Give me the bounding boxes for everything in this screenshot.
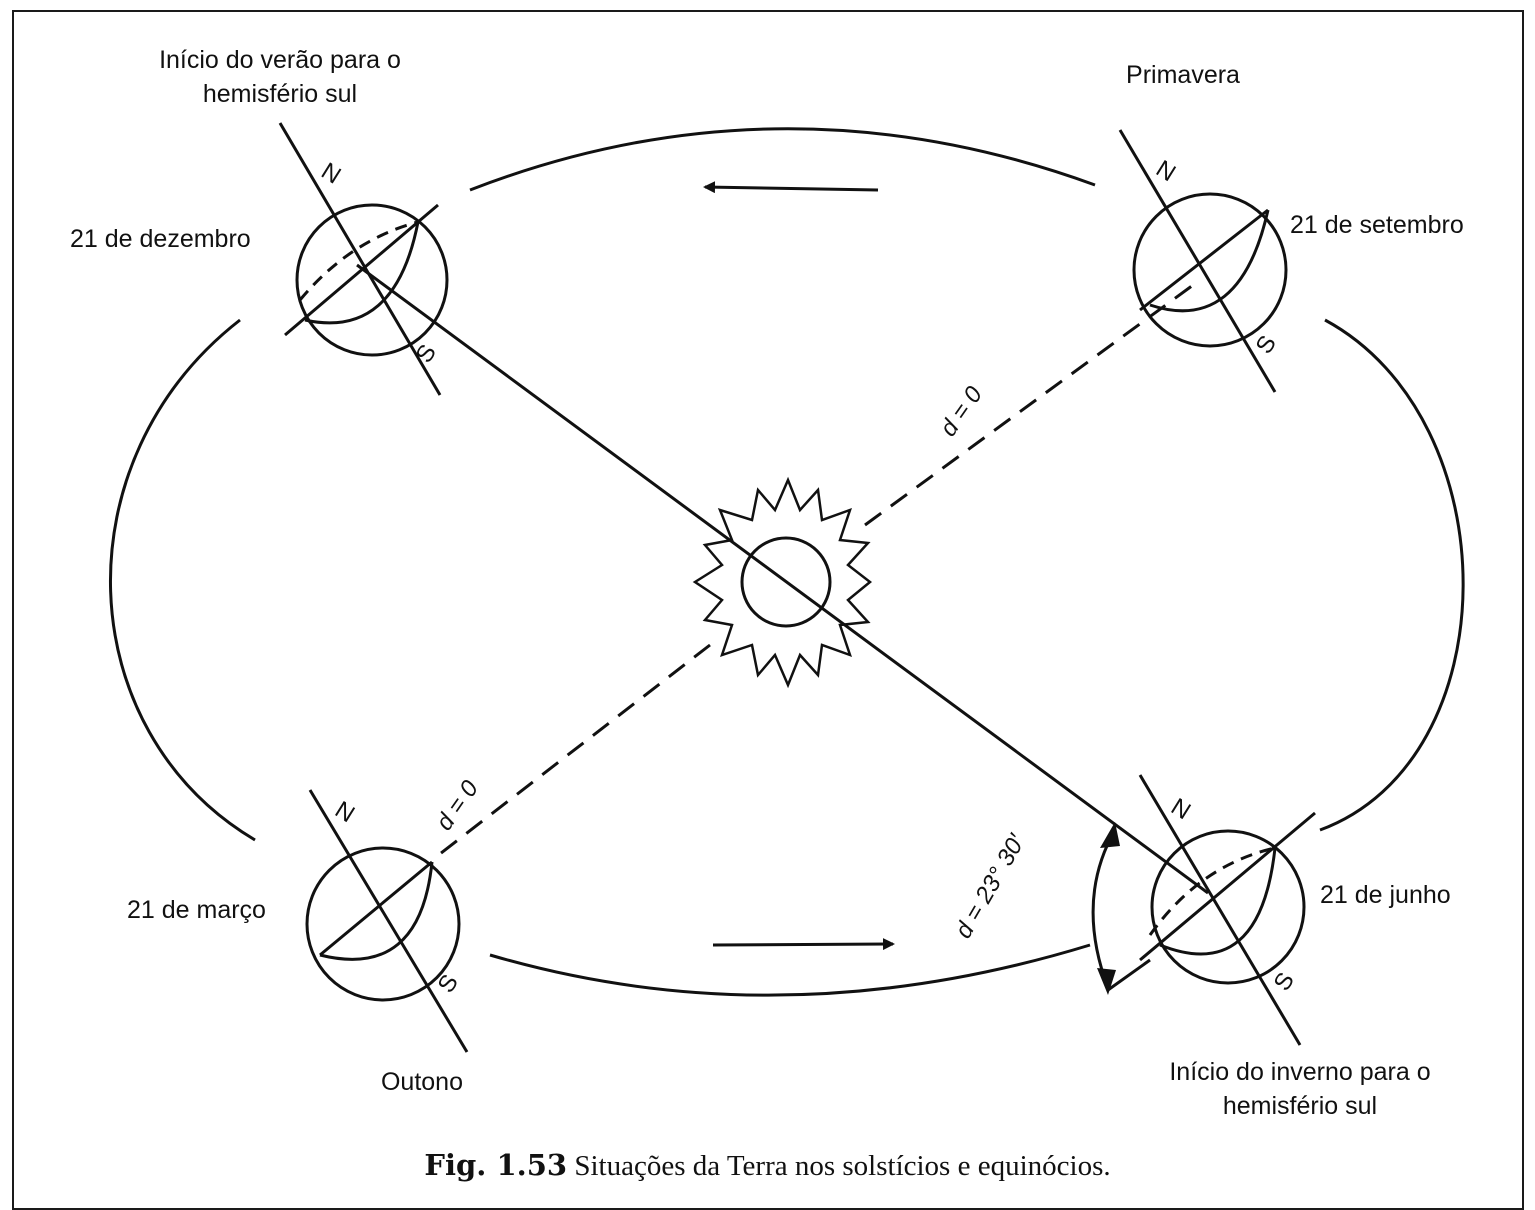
label-summer-start-line2: hemisfério sul [203, 80, 357, 108]
pole-s-december: S [411, 340, 442, 368]
pole-n-june: N [1166, 793, 1195, 825]
date-december: 21 de dezembro [70, 225, 251, 253]
label-winter-start-line2: hemisfério sul [1223, 1092, 1377, 1120]
earth-september [1118, 129, 1288, 393]
declination-ray [1107, 958, 1151, 992]
date-march: 21 de março [127, 896, 266, 924]
equinox-line-lower [431, 643, 711, 862]
pole-n-september: N [1151, 155, 1180, 187]
sun-rays [692, 476, 873, 689]
pole-s-june: S [1269, 968, 1300, 996]
label-autumn: Outono [381, 1068, 463, 1096]
orbit-direction-arrow-bottom [712, 938, 895, 951]
orbit-arc-right [1319, 318, 1465, 832]
pole-n-december: N [316, 158, 345, 190]
orbit-arc-top [469, 127, 1096, 192]
declination-label-september: d = 0 [935, 381, 988, 441]
figure-frame [12, 10, 1524, 1210]
solstice-line [356, 263, 1209, 895]
date-june: 21 de junho [1320, 881, 1451, 909]
pole-n-march: N [330, 796, 359, 828]
orbit-arc-bottom [489, 943, 1091, 997]
label-summer-start-line1: Início do verão para o [159, 46, 401, 74]
declination-arrowhead-bottom-icon [1097, 968, 1116, 995]
equinox-line-upper [864, 278, 1201, 527]
declination-arc [1091, 829, 1117, 989]
sun-disc [740, 536, 832, 628]
pole-s-september: S [1251, 331, 1282, 359]
figure-caption: Fig. 1.53 Situações da Terra nos solstíc… [0, 1148, 1535, 1183]
pole-s-march: S [433, 970, 464, 998]
orbit-arc-left [108, 318, 256, 842]
earth-march [305, 789, 469, 1053]
label-spring: Primavera [1126, 61, 1240, 89]
declination-label-solstice: d = 23° 30′ [950, 829, 1032, 943]
label-winter-start-line1: Início do inverno para o [1169, 1058, 1430, 1086]
earth-june [1138, 774, 1316, 1046]
earth-december [278, 122, 449, 396]
figure-caption-text: Situações da Terra nos solstícios e equi… [567, 1150, 1111, 1182]
orbit-direction-arrow-top [703, 181, 879, 194]
figure-number: Fig. 1.53 [424, 1148, 568, 1182]
declination-arrowhead-top-icon [1100, 822, 1120, 848]
date-september: 21 de setembro [1290, 211, 1464, 239]
